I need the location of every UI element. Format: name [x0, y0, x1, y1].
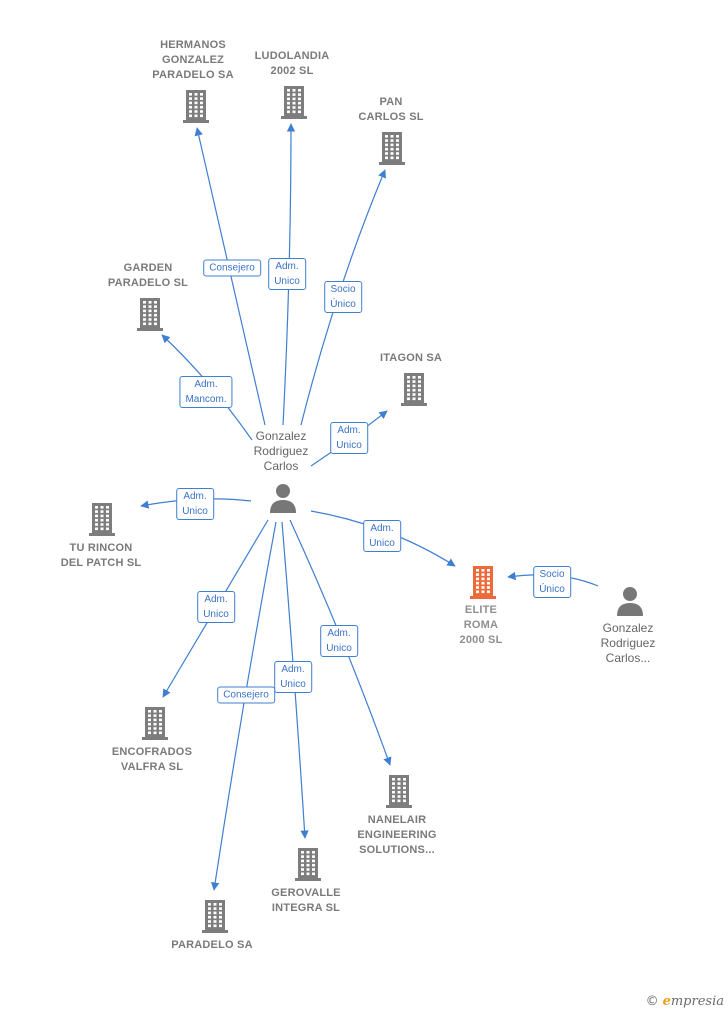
building-icon — [386, 775, 412, 808]
node-label: ITAGON SA — [379, 352, 443, 364]
building-icon — [295, 848, 321, 881]
edge-label-tu-rincon[interactable]: Adm. Unico — [176, 488, 214, 520]
node-label: PARADELO SA — [171, 939, 253, 951]
edge-label-gerovalle[interactable]: Adm. Unico — [274, 661, 312, 693]
edge-label-hermanos-gonzalez[interactable]: Consejero — [203, 259, 261, 277]
node-label: NANELAIR ENGINEERING SOLUTIONS... — [357, 814, 437, 856]
building-icon — [379, 132, 405, 165]
edge-label-paradelo[interactable]: Consejero — [217, 686, 275, 704]
building-icon — [183, 90, 209, 123]
building-icon — [142, 707, 168, 740]
person-label: Gonzalez Rodriguez Carlos... — [600, 621, 656, 665]
node-label: GEROVALLE INTEGRA SL — [271, 887, 341, 914]
edge-label-elite-roma[interactable]: Adm. Unico — [363, 520, 401, 552]
edge-label-ludolandia[interactable]: Adm. Unico — [268, 258, 306, 290]
building-icon — [401, 373, 427, 406]
edge-label-itagon[interactable]: Adm. Unico — [330, 422, 368, 454]
edge-paradelo — [210, 521, 277, 891]
node-label: ENCOFRADOS VALFRA SL — [111, 746, 193, 773]
building-icon — [89, 503, 115, 536]
node-label: GARDEN PARADELO SL — [107, 262, 189, 289]
building-icon — [281, 86, 307, 119]
building-icon — [202, 900, 228, 933]
node-label: TU RINCON DEL PATCH SL — [60, 542, 142, 569]
edge-label-elite-roma-other[interactable]: Socio Único — [533, 566, 571, 598]
brand-initial: e — [662, 994, 671, 1009]
edge-label-garden-paradelo[interactable]: Adm. Mancom. — [179, 376, 233, 408]
person-label: Gonzalez Rodriguez Carlos — [253, 429, 309, 473]
building-icon — [470, 566, 496, 599]
edge-label-encofrados[interactable]: Adm. Unico — [197, 591, 235, 623]
person-icon — [617, 587, 643, 616]
edge-label-pan-carlos[interactable]: Socio Único — [324, 281, 362, 313]
node-label: LUDOLANDIA 2002 SL — [254, 50, 330, 77]
brand-logo[interactable]: ©empresia — [646, 994, 724, 1009]
node-label: ELITE ROMA 2000 SL — [459, 604, 503, 646]
brand-name: mpresia — [670, 994, 724, 1009]
node-label: HERMANOS GONZALEZ PARADELO SA — [152, 39, 234, 81]
building-icon — [137, 298, 163, 331]
person-icon — [270, 484, 296, 513]
edge-label-nanelair[interactable]: Adm. Unico — [320, 625, 358, 657]
copyright-icon: © — [645, 994, 659, 1009]
node-label: PAN CARLOS SL — [358, 96, 424, 123]
